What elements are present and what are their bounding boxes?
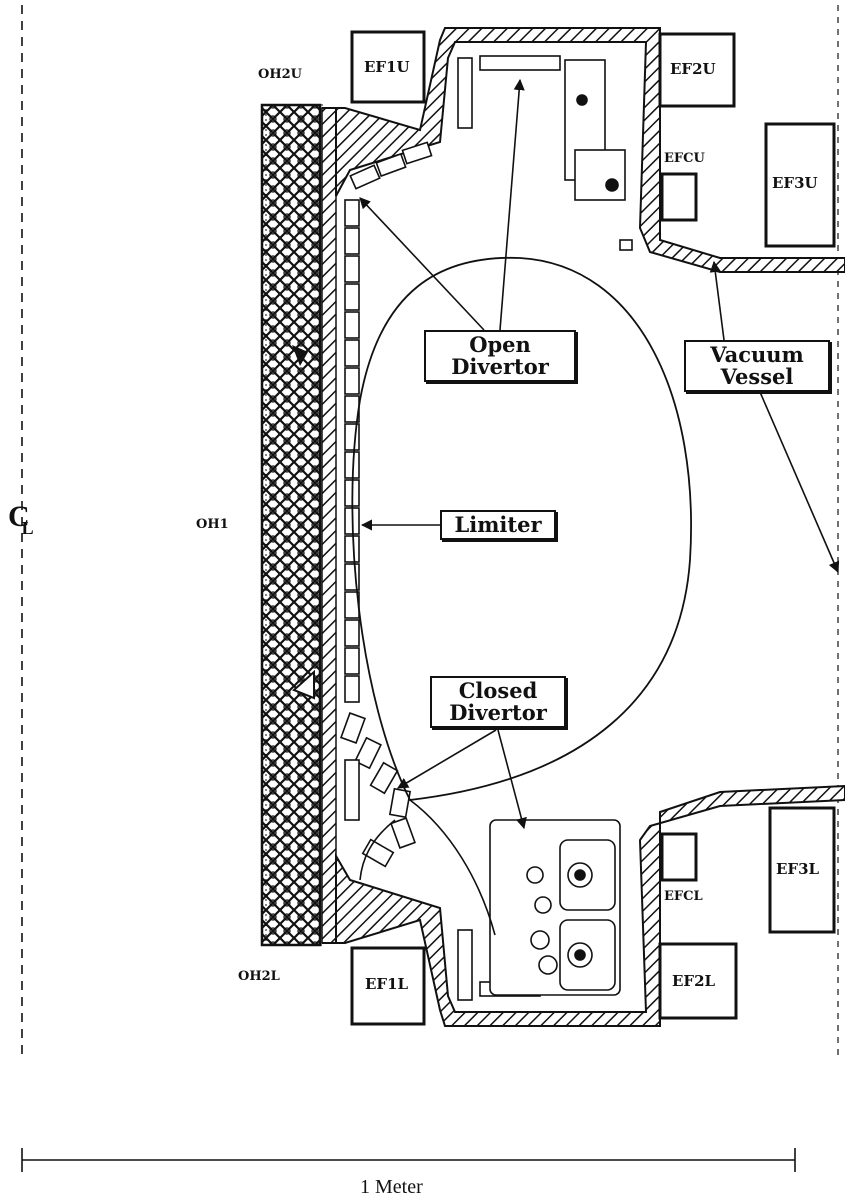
open-divertor-arrow-1: [359, 197, 485, 331]
separatrix-leg-lower-right: [409, 799, 496, 936]
ef2l-coil: [658, 942, 738, 1020]
oh1-marker-lower: [292, 669, 315, 700]
ef2u-label: EF2U: [670, 60, 716, 78]
ef3u-coil: [764, 122, 836, 248]
limiter-line: Limiter: [454, 512, 542, 537]
vacuum-vessel-arrow-1: [709, 260, 725, 341]
open-divertor-arrow-2: [499, 78, 525, 331]
ef1l-coil: [350, 946, 426, 1026]
efcl-coil: [660, 832, 698, 882]
efcl-label: EFCL: [664, 889, 703, 904]
vacuum-vessel-arrow-2: [759, 391, 840, 574]
efcu-label: EFCU: [664, 151, 705, 166]
centerline-symbol-l: L: [21, 518, 34, 538]
ef1l-label: EF1L: [365, 975, 409, 993]
coil-boxes: [350, 30, 836, 1026]
open-divertor-line-1: Open: [469, 332, 531, 357]
open-divertor-callout: Open Divertor: [424, 330, 576, 382]
vacuum-vessel-line-1: Vacuum: [710, 342, 804, 367]
closed-divertor-arrow-1: [397, 729, 497, 789]
vacuum-vessel-callout: Vacuum Vessel: [684, 340, 830, 392]
ef3l-coil: [768, 806, 836, 934]
closed-divertor-arrow-2: [497, 729, 527, 830]
limiter-callout: Limiter: [440, 510, 556, 540]
lower-divertor-tiles: [340, 712, 621, 1001]
oh2l-label: OH2L: [238, 969, 280, 984]
oh2u-label: OH2U: [258, 67, 302, 82]
vacuum-vessel-line-2: Vessel: [720, 364, 794, 389]
ef1u-coil: [350, 30, 426, 104]
plasma-boundary: [351, 256, 692, 801]
oh1-label: OH1: [196, 517, 229, 532]
centerline-symbol: CL: [8, 500, 42, 538]
scale-label: 1 Meter: [360, 1176, 423, 1198]
ef2l-label: EF2L: [672, 972, 716, 990]
oh1-marker-upper: [292, 345, 308, 366]
closed-divertor-line-2: Divertor: [449, 700, 547, 725]
efcu-coil: [660, 172, 698, 222]
closed-divertor-line-1: Closed: [458, 678, 538, 703]
centerline-symbol-c: C: [8, 500, 30, 533]
open-divertor-line-2: Divertor: [451, 354, 549, 379]
ef1u-label: EF1U: [364, 58, 410, 76]
upper-divertor-tiles: [349, 55, 633, 251]
ef3l-label: EF3L: [776, 860, 820, 878]
leader-lines: [359, 78, 840, 830]
closed-divertor-callout: Closed Divertor: [430, 676, 566, 728]
separatrix-leg-lower-left: [359, 819, 396, 881]
ef3u-label: EF3U: [772, 174, 818, 192]
ef2u-coil: [658, 32, 736, 108]
lower-vessel-wall: [322, 784, 845, 1027]
